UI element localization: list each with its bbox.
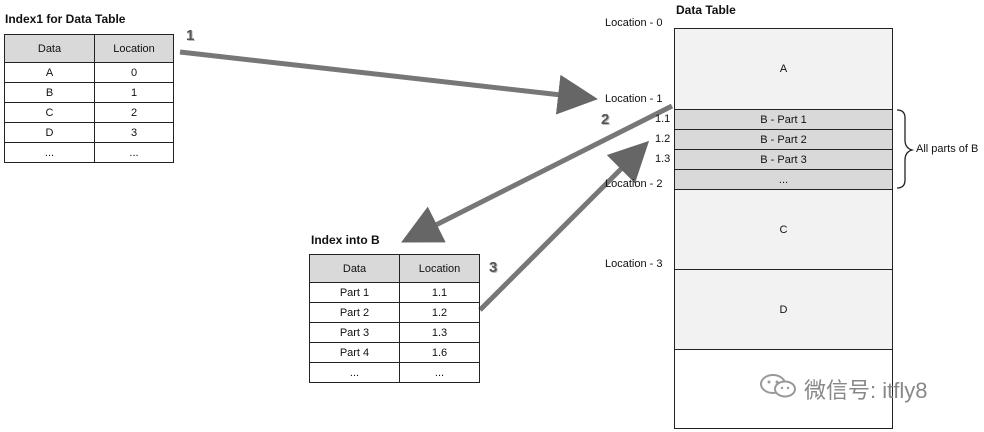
table-cell: Part 4	[309, 342, 400, 363]
step-2-label: 2	[601, 111, 610, 128]
table-cell: ...	[94, 142, 174, 163]
watermark: 微信号: itfly8	[758, 372, 927, 405]
watermark-text: 微信号: itfly8	[804, 377, 928, 403]
data-table-title: Data Table	[676, 3, 736, 17]
table-cell: A	[4, 62, 95, 83]
table-cell: 2	[94, 102, 174, 123]
table-cell: ...	[4, 142, 95, 163]
location-label-1-3: 1.3	[655, 153, 671, 165]
table-cell: 1.2	[399, 302, 480, 323]
table-header-row: Data Location	[4, 34, 174, 63]
cell-a: A	[674, 28, 893, 110]
location-label-1: Location - 1	[605, 93, 663, 105]
table-row: ......	[309, 362, 480, 383]
table-cell: Part 1	[309, 282, 400, 303]
table-cell: B	[4, 82, 95, 103]
table-cell: 3	[94, 122, 174, 143]
table-cell: ...	[399, 362, 480, 383]
location-label-1-1: 1.1	[655, 113, 671, 125]
cell-d: D	[674, 269, 893, 350]
location-label-3: Location - 3	[605, 258, 663, 270]
cell-b-more: ...	[674, 169, 893, 190]
arrow-3	[478, 140, 650, 312]
table-cell: 0	[94, 62, 174, 83]
column-header: Location	[399, 254, 480, 283]
cell-b-part2: B - Part 2	[674, 129, 893, 150]
table-cell: Part 3	[309, 322, 400, 343]
table-cell: 1.3	[399, 322, 480, 343]
location-label-0: Location - 0	[605, 17, 663, 29]
table-cell: ...	[309, 362, 400, 383]
location-label-2: Location - 2	[605, 178, 663, 190]
arrow-1	[179, 49, 598, 115]
arrow-2	[401, 103, 674, 243]
table-row: ......	[4, 142, 174, 163]
table-cell: D	[4, 122, 95, 143]
table-header-row: Data Location	[309, 254, 480, 283]
step-3-label: 3	[489, 259, 498, 276]
table-cell: 1	[94, 82, 174, 103]
table-cell: C	[4, 102, 95, 123]
indexb-title: Index into B	[311, 233, 380, 247]
wechat-icon	[758, 372, 798, 405]
cell-b-part3: B - Part 3	[674, 149, 893, 170]
location-label-1-2: 1.2	[655, 133, 671, 145]
step-1-label: 1	[186, 27, 195, 44]
column-header: Location	[94, 34, 174, 63]
column-header: Data	[309, 254, 400, 283]
index1-title: Index1 for Data Table	[5, 12, 126, 26]
column-header: Data	[4, 34, 95, 63]
cell-c: C	[674, 189, 893, 270]
table-cell: Part 2	[309, 302, 400, 323]
table-cell: 1.6	[399, 342, 480, 363]
brace	[896, 109, 915, 189]
table-cell: 1.1	[399, 282, 480, 303]
brace-label: All parts of B	[916, 143, 979, 155]
cell-b-part1: B - Part 1	[674, 109, 893, 130]
